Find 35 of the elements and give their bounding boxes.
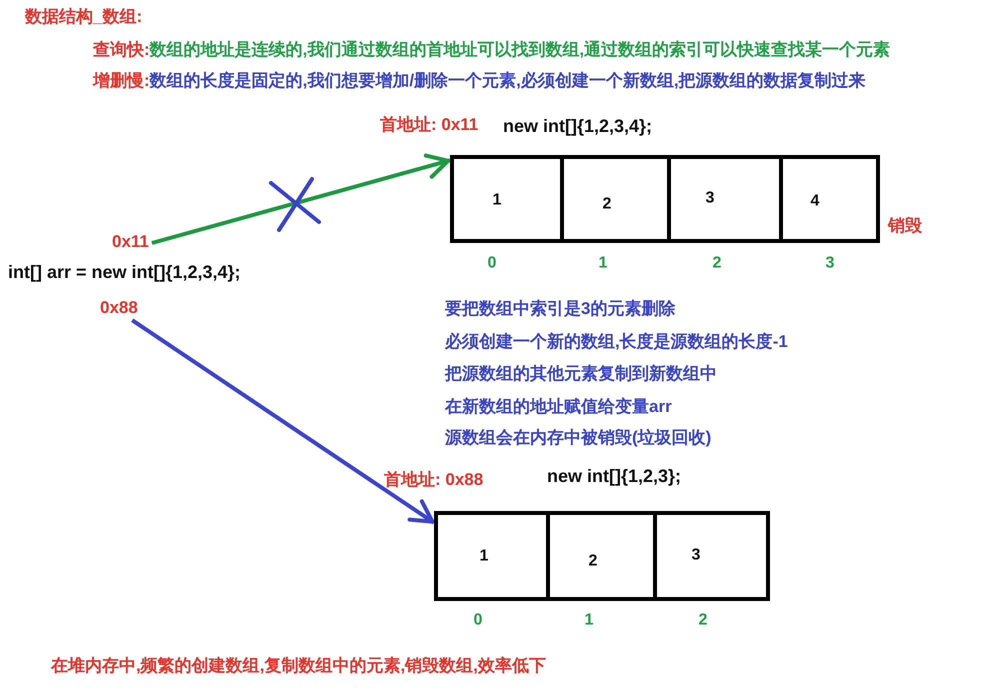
cell-value: 3 bbox=[692, 545, 700, 565]
note-text: 在堆内存中,频繁的创建数组,复制数组中的元素,销毁数组,效率低下 bbox=[51, 656, 546, 675]
note-text: 在新数组的地址赋值给变量arr bbox=[445, 396, 672, 416]
note-text: 必须创建一个新的数组,长度是源数组的长度-1 bbox=[445, 332, 788, 351]
arrow bbox=[131, 318, 436, 524]
description-text: 数组的地址是连续的,我们通过数组的首地址可以找到数组,通过数组的索引可以快速查找某一个元素 bbox=[150, 40, 890, 59]
index-number: 0 bbox=[474, 610, 482, 630]
index-number: 2 bbox=[698, 610, 708, 630]
note-text: 把源数组的其他元素复制到新数组中 bbox=[445, 364, 717, 383]
note-text: 要把数组中索引是3的元素删除 bbox=[445, 298, 676, 318]
code-text: int[] arr = new int[]{1,2,3,4}; bbox=[8, 262, 241, 282]
cell-value: 1 bbox=[492, 190, 502, 210]
cell-value: 2 bbox=[602, 194, 612, 214]
code-text: new int[]{1,2,3}; bbox=[547, 466, 682, 488]
address-text: 首地址: 0x88 bbox=[384, 470, 484, 490]
cell-value: 1 bbox=[480, 546, 488, 566]
arrow bbox=[151, 154, 451, 245]
index-number: 2 bbox=[712, 253, 722, 273]
description-text: 数组的长度是固定的,我们想要增加/删除一个元素,必须创建一个新数组,把源数组的数据复制过来 bbox=[150, 70, 866, 90]
address-text: 首地址: 0x11 bbox=[380, 114, 478, 136]
cell-value: 2 bbox=[588, 551, 598, 571]
index-number: 0 bbox=[488, 253, 496, 273]
index-number: 1 bbox=[598, 253, 608, 273]
keyword-text: 增删慢: bbox=[93, 70, 150, 90]
address-text: 0x88 bbox=[100, 298, 138, 318]
code-text: new int[]{1,2,3,4}; bbox=[503, 116, 652, 138]
address-text: 0x11 bbox=[112, 232, 149, 252]
index-number: 1 bbox=[584, 610, 594, 630]
keyword-text: 查询快: bbox=[93, 40, 150, 59]
cell-value: 3 bbox=[706, 188, 714, 208]
index-number: 3 bbox=[826, 253, 834, 273]
note-text: 源数组会在内存中被销毁(垃圾回收) bbox=[445, 428, 712, 447]
title: 数据结构_数组: bbox=[25, 6, 142, 28]
note-text: 销毁 bbox=[888, 216, 922, 236]
cell-value: 4 bbox=[810, 191, 820, 211]
